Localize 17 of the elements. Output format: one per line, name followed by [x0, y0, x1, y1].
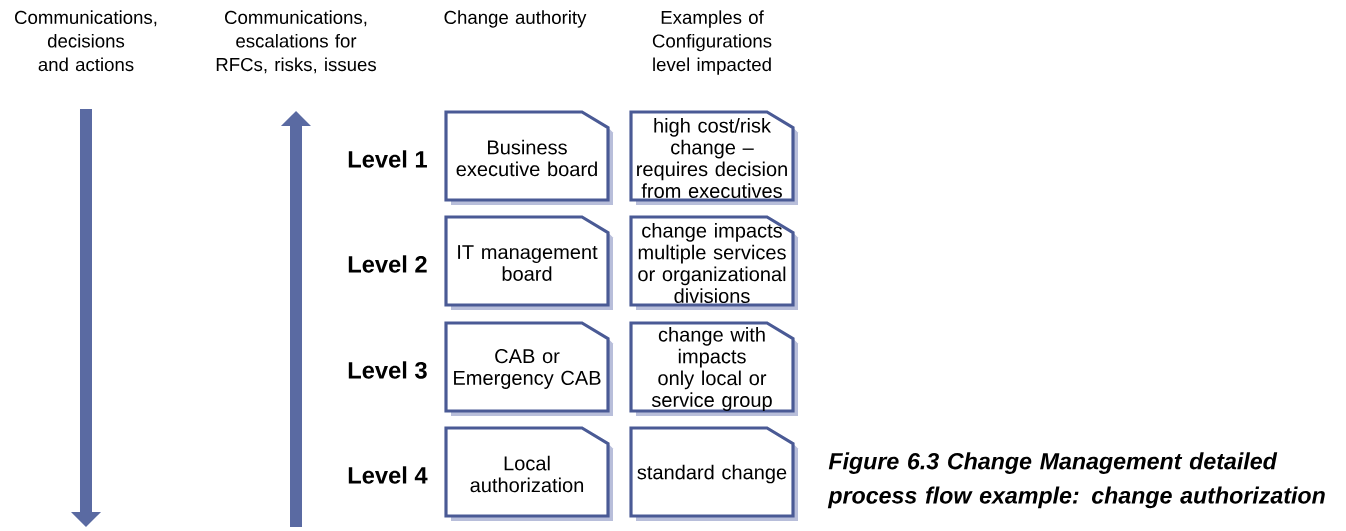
authority-box: Business executive board — [444, 110, 613, 205]
level-label: Level 4 — [348, 466, 428, 484]
level-label: Level 1 — [348, 150, 427, 168]
figure-caption: Figure 6.3 Change Management detailed process flow example: change authorization — [827, 452, 1325, 509]
authority-box: Local authorization — [444, 426, 613, 521]
example-box: change with impacts only local or service group — [629, 321, 798, 416]
level-label: Level 2 — [348, 255, 427, 273]
authority-box: IT management board — [444, 215, 613, 310]
column-heading: Communications, escalations for RFCs, risks, issues — [216, 10, 377, 74]
example-box: standard change — [629, 426, 798, 521]
level-label: Level 3 — [348, 361, 427, 379]
authority-box: CAB or Emergency CAB — [444, 321, 613, 416]
example-box: high cost/risk change – requires decision from executives — [629, 110, 798, 205]
column-heading: Change authority — [444, 10, 587, 28]
column-heading: Examples of Configurations level impacted — [652, 10, 772, 75]
column-heading: Communications, decisions and actions — [15, 10, 157, 72]
example-box: change impacts multiple services or organizational divisions — [629, 215, 798, 310]
